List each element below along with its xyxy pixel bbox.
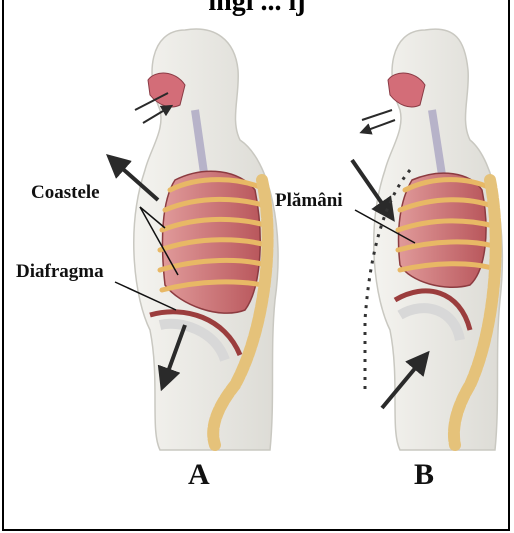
nasal-cavity-b <box>388 73 425 107</box>
figure-a <box>115 29 278 450</box>
label-panel-b: B <box>414 458 434 492</box>
label-coastele: Coastele <box>31 182 100 204</box>
nasal-cavity-a <box>148 73 185 107</box>
label-plamani: Plămâni <box>275 190 343 212</box>
figure-b <box>352 29 502 450</box>
label-diafragma: Diafragma <box>16 261 104 283</box>
label-panel-a: A <box>188 458 210 492</box>
air-out-arrows-b <box>362 110 395 131</box>
